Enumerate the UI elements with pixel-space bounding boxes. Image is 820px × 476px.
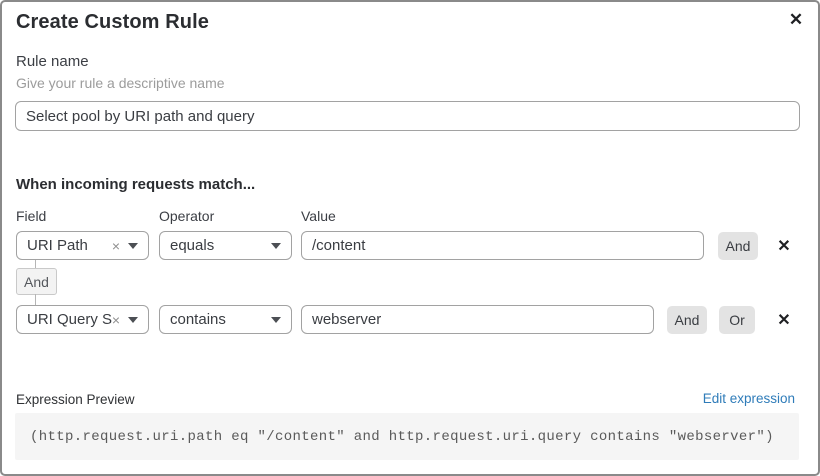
operator-select-row1-value: equals — [170, 237, 215, 254]
expression-code-block: (http.request.uri.path eq "/content" and… — [15, 413, 799, 460]
operator-select-row2[interactable]: contains — [159, 305, 292, 334]
delete-row1-icon[interactable]: ✕ — [772, 234, 796, 258]
and-button-row1[interactable]: And — [718, 232, 758, 260]
rule-name-label: Rule name — [16, 53, 89, 70]
match-heading: When incoming requests match... — [16, 176, 256, 193]
connector-line-bottom — [35, 294, 36, 305]
value-input-row1[interactable] — [301, 231, 704, 260]
close-icon[interactable]: ✕ — [784, 8, 808, 32]
operator-column-label: Operator — [159, 208, 215, 224]
connector-line-top — [35, 260, 36, 269]
rule-name-hint: Give your rule a descriptive name — [16, 75, 225, 91]
operator-select-row1[interactable]: equals — [159, 231, 292, 260]
or-button-row2[interactable]: Or — [719, 306, 755, 334]
field-select-row1-value: URI Path — [27, 237, 88, 254]
edit-expression-link[interactable]: Edit expression — [702, 391, 795, 406]
delete-row2-icon[interactable]: ✕ — [772, 308, 796, 332]
operator-select-row2-value: contains — [170, 311, 226, 328]
field-select-row2-value: URI Query St... — [27, 311, 112, 328]
chevron-down-icon — [271, 242, 281, 249]
value-column-label: Value — [301, 208, 336, 224]
value-input-row2[interactable] — [301, 305, 654, 334]
field-select-row1[interactable]: URI Path × — [16, 231, 149, 260]
rule-name-input[interactable] — [15, 101, 800, 131]
clear-icon[interactable]: × — [111, 237, 120, 254]
chevron-down-icon — [128, 242, 138, 249]
field-column-label: Field — [16, 208, 47, 224]
clear-icon[interactable]: × — [111, 311, 120, 328]
connector-and-badge[interactable]: And — [16, 268, 57, 295]
field-select-row2[interactable]: URI Query St... × — [16, 305, 149, 334]
expression-preview-label: Expression Preview — [16, 392, 135, 407]
and-button-row2[interactable]: And — [667, 306, 707, 334]
chevron-down-icon — [271, 316, 281, 323]
dialog-title: Create Custom Rule — [16, 11, 209, 33]
chevron-down-icon — [128, 316, 138, 323]
